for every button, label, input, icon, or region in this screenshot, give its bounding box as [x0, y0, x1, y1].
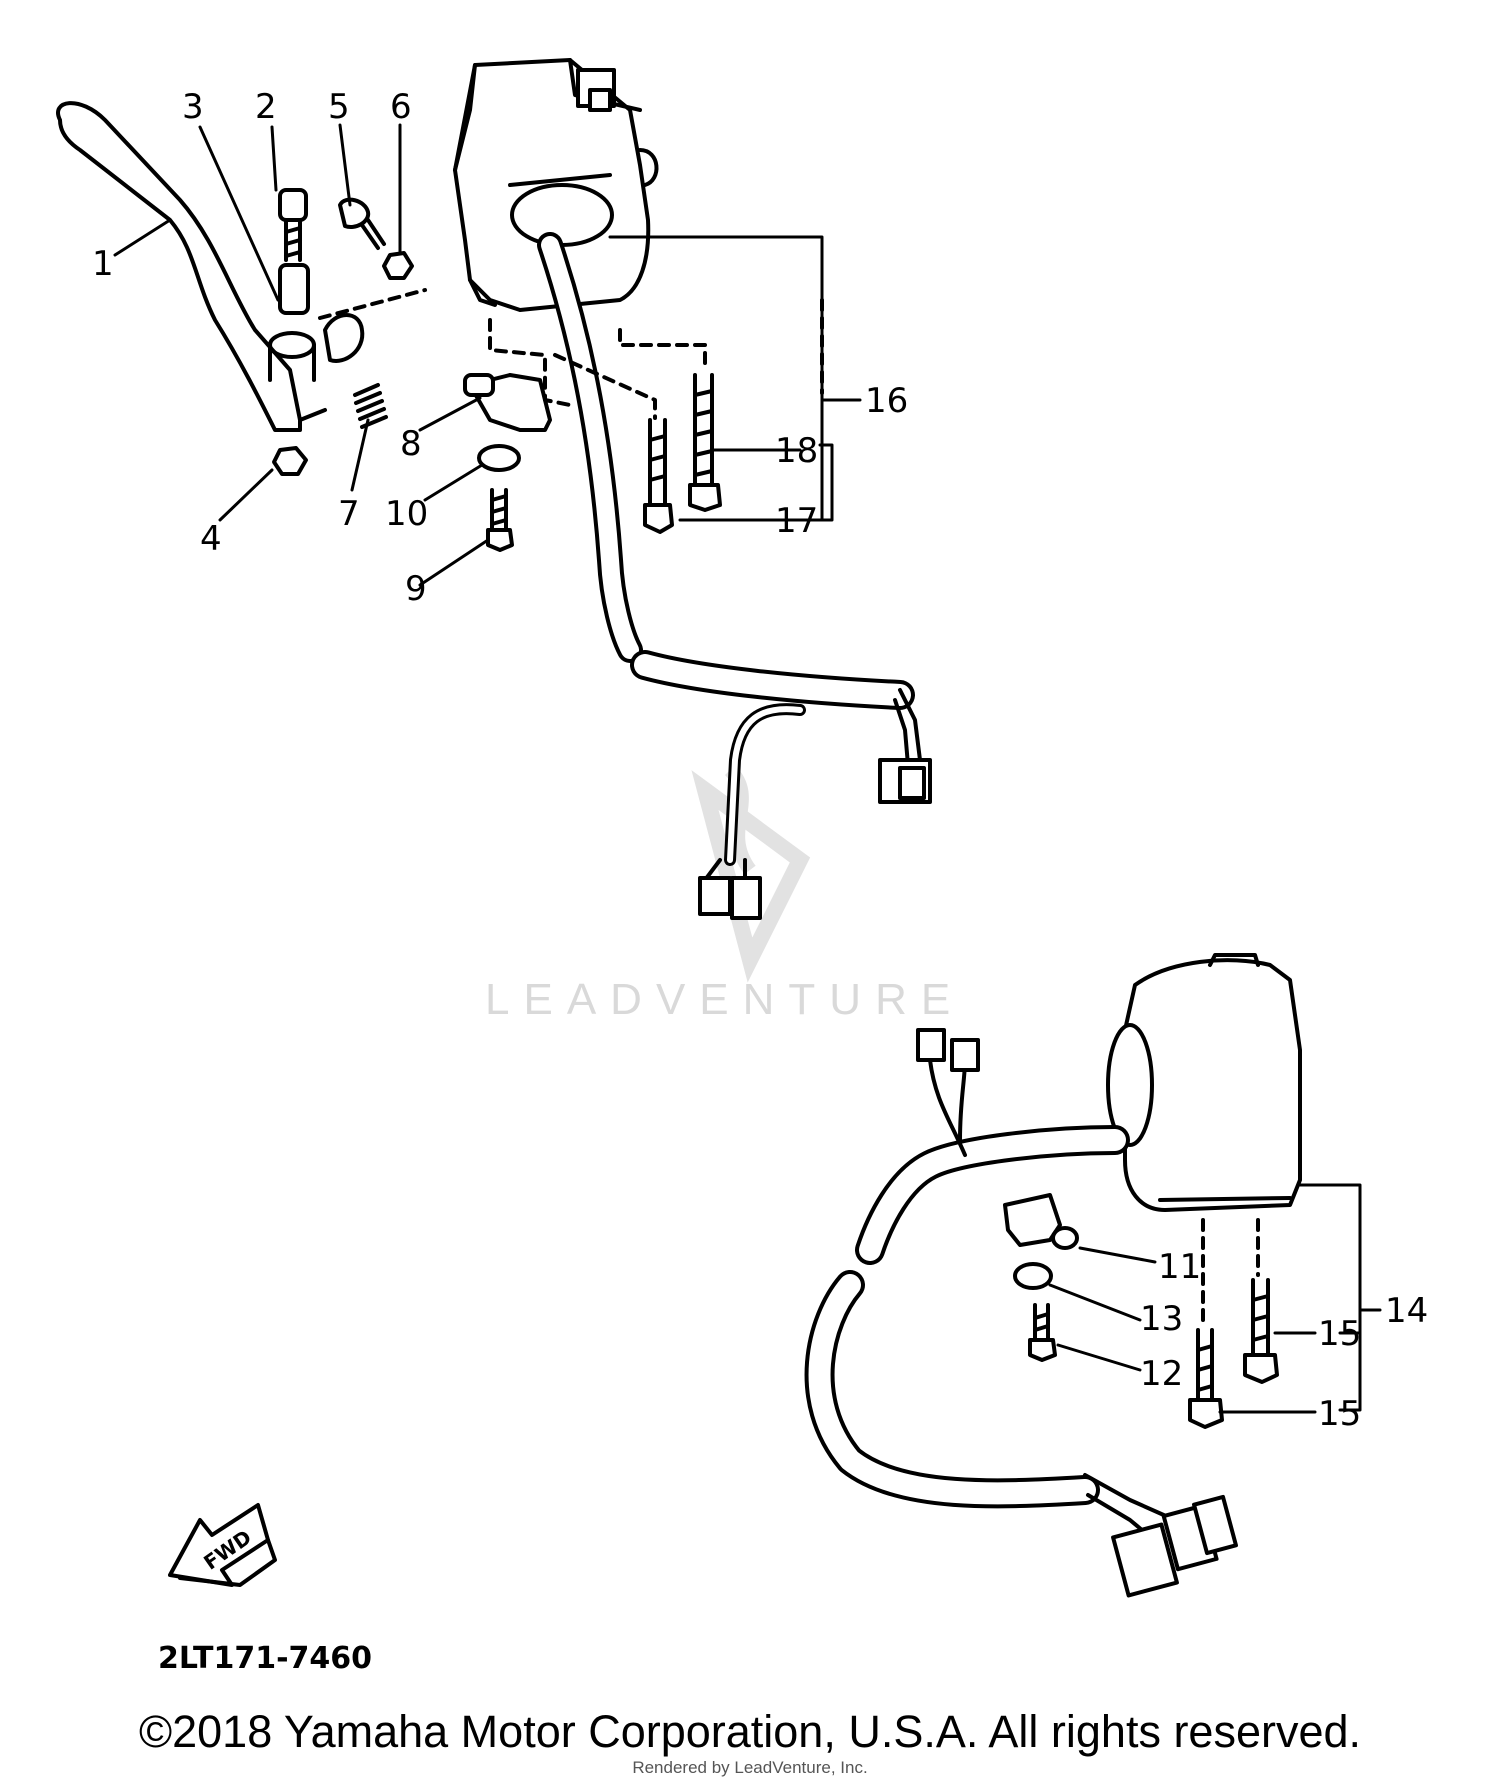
callout-3: 3: [182, 87, 204, 127]
callout-17: 17: [775, 501, 818, 541]
callout-16: 16: [865, 381, 908, 421]
fwd-arrow-icon: [168, 1503, 277, 1587]
switch-8: [463, 373, 552, 432]
callout-15-upper: 15: [1318, 1314, 1361, 1354]
copyright-notice: ©2018 Yamaha Motor Corporation, U.S.A. A…: [138, 1706, 1362, 1757]
washer-10: [477, 444, 521, 472]
left-handlebar-switch: [453, 58, 932, 920]
callout-12: 12: [1140, 1354, 1183, 1394]
screw-12: [1028, 1303, 1057, 1362]
callout-13: 13: [1140, 1299, 1183, 1339]
screw-18: [688, 373, 722, 512]
leader-lines: [113, 123, 1382, 1414]
washer-13: [1013, 1262, 1053, 1290]
nut-4: [272, 446, 308, 476]
callout-4: 4: [200, 519, 222, 559]
rendered-by-notice: Rendered by LeadVenture, Inc.: [632, 1758, 868, 1777]
bolt-2: [278, 188, 308, 262]
collar-3: [278, 263, 310, 315]
callout-9: 9: [405, 569, 427, 609]
callout-11: 11: [1158, 1247, 1201, 1287]
callout-10: 10: [385, 494, 428, 534]
screw-15-lower: [1188, 1328, 1224, 1429]
callout-14: 14: [1385, 1291, 1428, 1331]
callout-6: 6: [390, 87, 412, 127]
right-handlebar-switch: [804, 953, 1302, 1598]
screw-15-upper: [1243, 1278, 1279, 1384]
nut-6: [382, 251, 414, 280]
watermark-logo-icon: [691, 770, 811, 983]
spring-7: [353, 383, 388, 429]
callout-7: 7: [338, 494, 360, 534]
callout-5: 5: [328, 87, 350, 127]
diagram-part-number: 2LT171-7460: [158, 1641, 372, 1676]
switch-11: [1003, 1193, 1079, 1250]
callout-8: 8: [400, 424, 422, 464]
screw-5: [338, 197, 386, 250]
screw-17: [643, 418, 674, 534]
screw-9: [486, 488, 514, 552]
callout-1: 1: [92, 244, 114, 284]
callout-2: 2: [255, 87, 277, 127]
callout-18: 18: [775, 431, 818, 471]
callout-15-lower: 15: [1318, 1394, 1361, 1434]
watermark-text: LEADVENTURE: [485, 975, 964, 1024]
